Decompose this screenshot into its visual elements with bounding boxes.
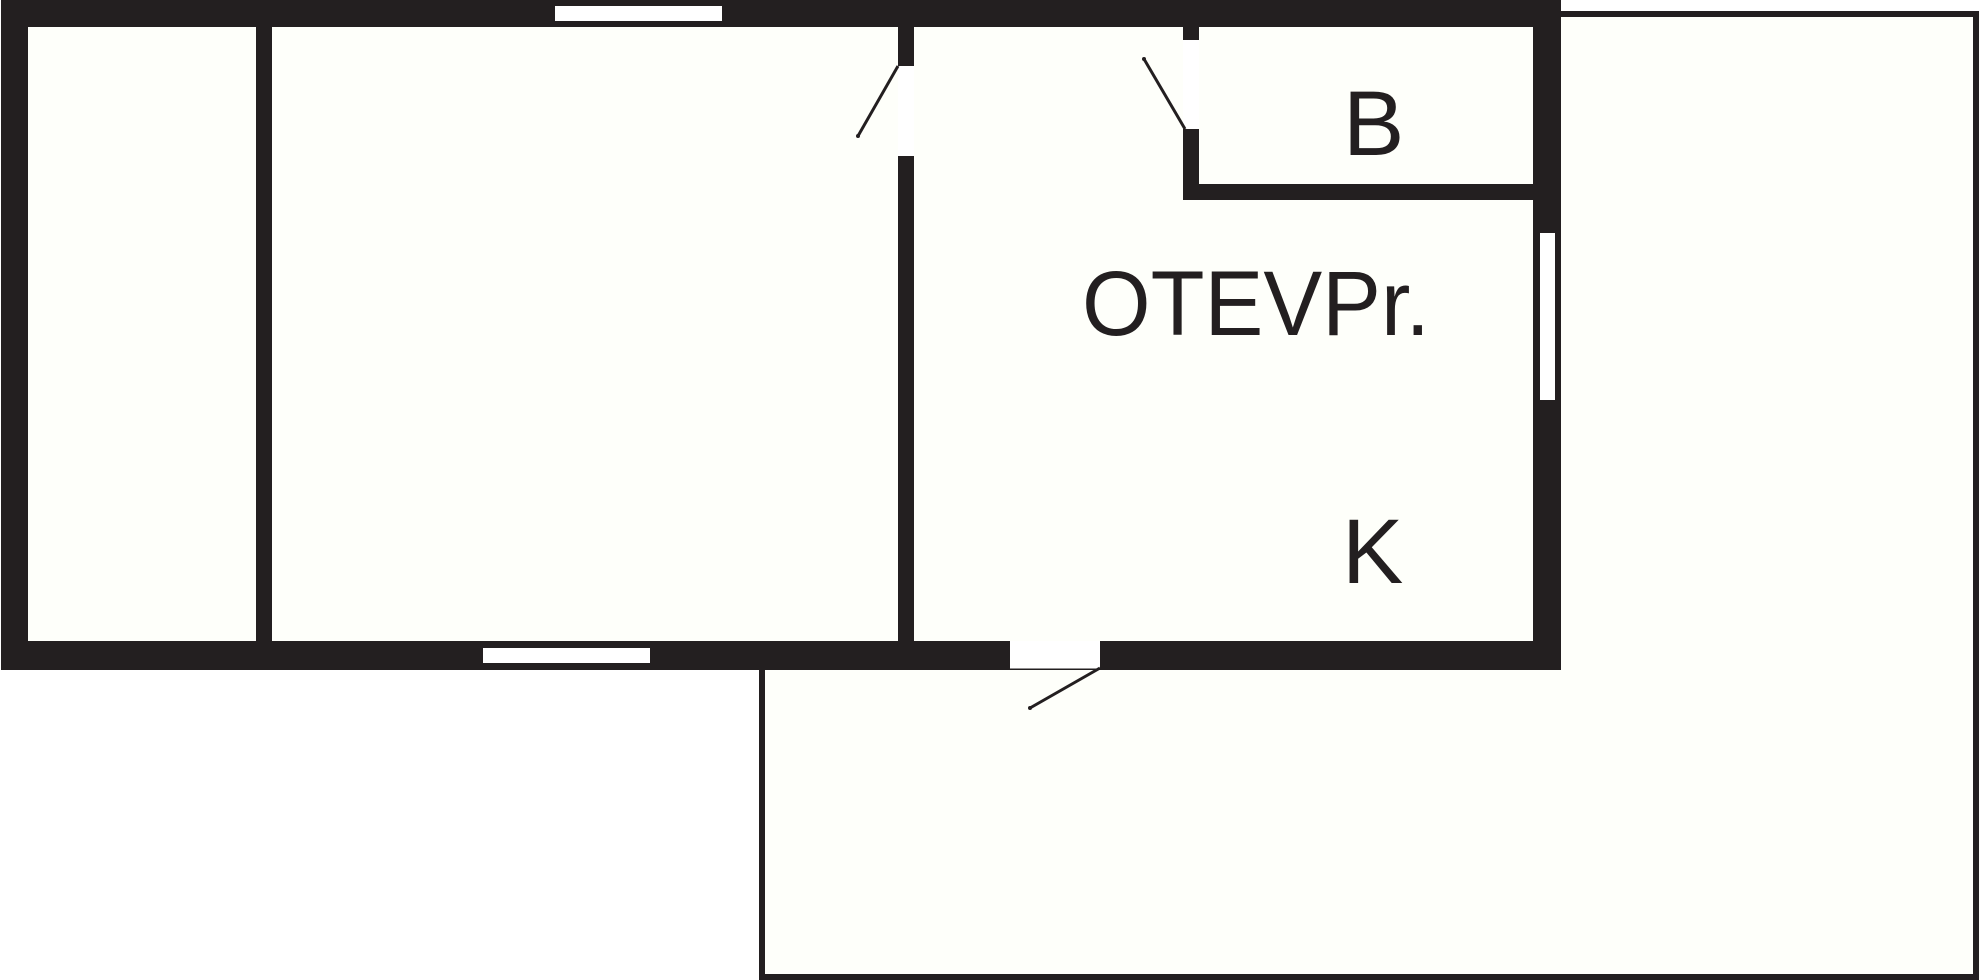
windows (483, 6, 1555, 663)
room-floors (28, 27, 1533, 641)
door-bedroom (856, 65, 914, 156)
window-top (555, 6, 722, 21)
doors (856, 40, 1199, 710)
door-entrance (1010, 641, 1101, 710)
room-open-plan-floor (914, 27, 1533, 641)
label-open-plan: OTEVPr. (1082, 253, 1430, 355)
room-main-bedroom (272, 27, 898, 641)
label-kitchen: K (1342, 501, 1403, 603)
room-left-strip (28, 27, 256, 641)
label-bathroom: B (1343, 73, 1404, 175)
terrace-area (759, 11, 1980, 980)
window-right (1540, 233, 1555, 400)
window-bottom (483, 648, 650, 663)
room-labels: B OTEVPr. K (1082, 73, 1430, 603)
door-bathroom (1142, 40, 1199, 130)
room-bathroom-floor (1199, 27, 1533, 184)
